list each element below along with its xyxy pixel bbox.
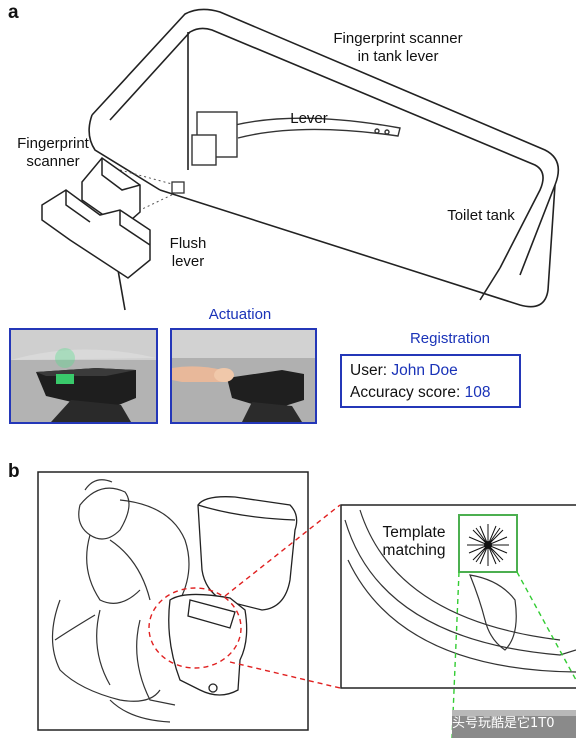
lever-hole-1 xyxy=(374,128,380,134)
tank-leg xyxy=(117,269,126,311)
user-value: John Doe xyxy=(391,362,458,379)
label-flush-lever: Flush lever xyxy=(169,235,207,270)
registration-box: User: John Doe Accuracy score: 108 xyxy=(340,354,521,408)
user-label: User: xyxy=(350,362,388,379)
panel-a-letter: a xyxy=(8,2,19,23)
tank-front-bottom xyxy=(159,184,556,308)
label-fingerprint-scanner-tank: Fingerprint scanner in tank lever xyxy=(333,30,463,65)
label-toilet-tank: Toilet tank xyxy=(447,207,515,224)
tank-rim-outer xyxy=(91,8,560,276)
photo-actuation xyxy=(170,328,317,424)
score-value: 108 xyxy=(464,384,491,401)
tank-front-left xyxy=(88,114,161,191)
photo-scanner xyxy=(9,328,158,424)
registration-title: Registration xyxy=(409,330,491,347)
label-lever: Lever xyxy=(290,110,328,127)
template-matching-label: Template matching xyxy=(382,524,446,559)
registration-user-row: User: John Doe xyxy=(350,360,511,382)
watermark: 头号玩酷是它1T0 xyxy=(452,716,555,731)
lever-arm xyxy=(234,117,401,139)
flush-slot xyxy=(171,181,185,194)
tank-rim-inner xyxy=(109,27,544,269)
lever-scanner xyxy=(191,134,217,166)
actuation-title: Actuation xyxy=(208,306,272,323)
leader-scanner-top xyxy=(119,169,173,185)
score-label: Accuracy score: xyxy=(350,384,461,401)
label-fingerprint-scanner: Fingerprint scanner xyxy=(17,135,89,170)
lever-hole-2 xyxy=(384,129,390,135)
tank-inner-corner xyxy=(479,267,501,301)
panel-b-letter: b xyxy=(8,461,20,482)
registration-score-row: Accuracy score: 108 xyxy=(350,382,511,404)
